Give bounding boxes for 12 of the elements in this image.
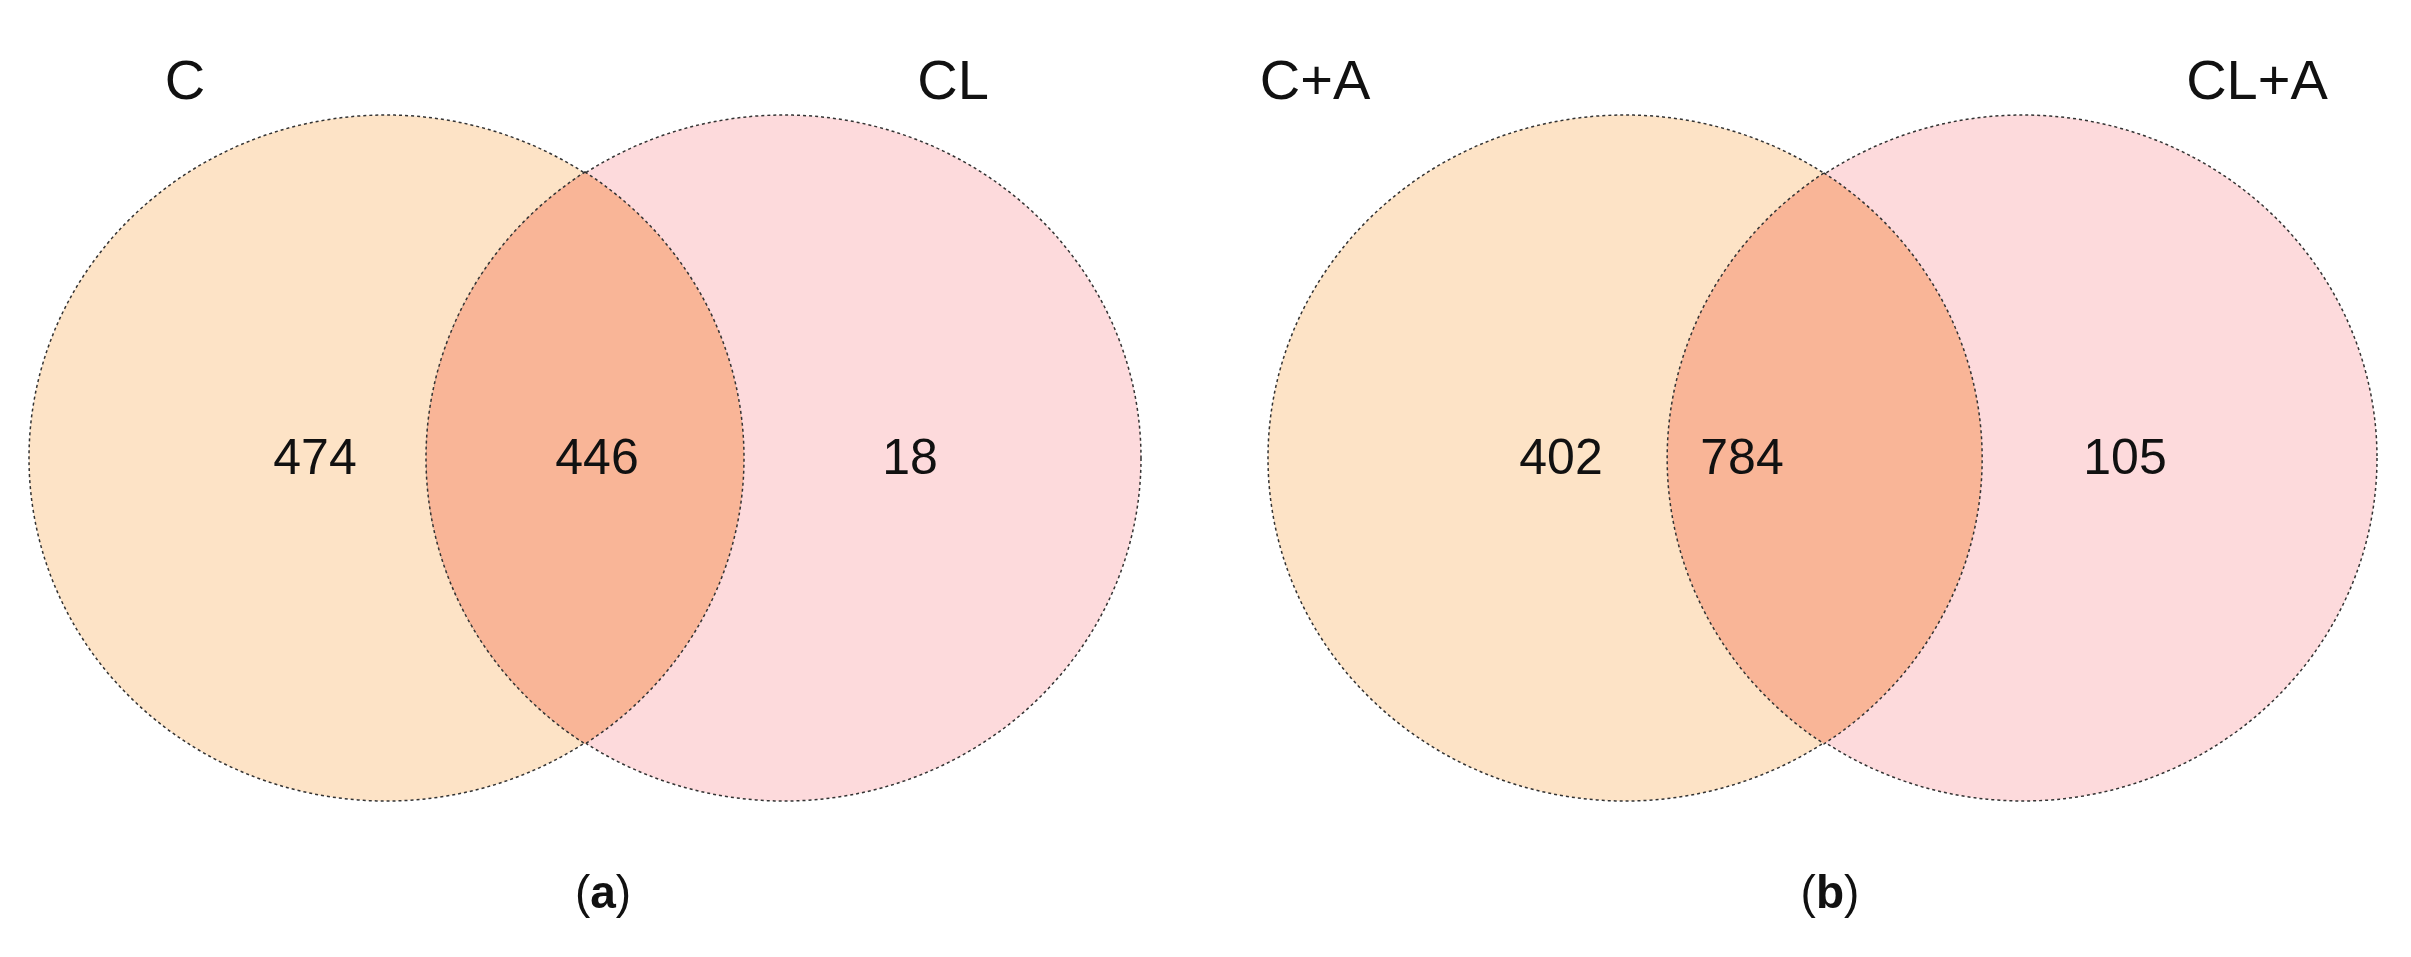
count-label: 402 [1519, 432, 1603, 482]
count-label: 784 [1700, 432, 1784, 482]
count-label: 105 [2083, 432, 2167, 482]
set-label: CL+A [2186, 52, 2328, 108]
count-label: 446 [555, 432, 639, 482]
count-label: 474 [273, 432, 357, 482]
set-label: CL [917, 52, 989, 108]
count-label: 18 [882, 432, 938, 482]
set-label: C [164, 52, 206, 108]
panel-caption: (a) [574, 865, 632, 919]
set-label: C+A [1259, 52, 1371, 108]
panel-caption: (b) [1800, 865, 1860, 919]
